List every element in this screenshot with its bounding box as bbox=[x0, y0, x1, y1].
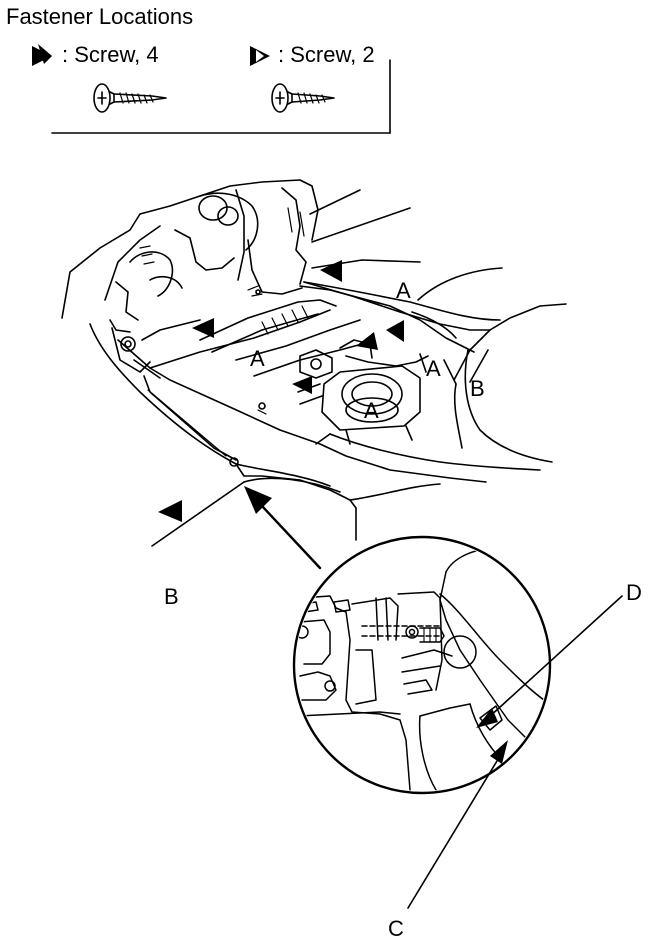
callout-a-cupholder: A bbox=[364, 398, 379, 423]
screw-marker-icon bbox=[356, 332, 378, 350]
detail-zoom-arrow bbox=[244, 486, 322, 570]
callout-d: D bbox=[626, 580, 642, 605]
center-console-illustration bbox=[61, 179, 567, 547]
detail-inset bbox=[292, 535, 552, 795]
screw-marker-icon bbox=[386, 320, 404, 342]
callout-a-right: A bbox=[426, 356, 441, 381]
screw-4-illustration-icon bbox=[93, 83, 167, 113]
callout-labels: A A A A B B D C bbox=[164, 278, 642, 941]
diagram-title: Fastener Locations bbox=[6, 4, 194, 29]
legend-label-screw-2: : Screw, 2 bbox=[278, 42, 375, 67]
callout-c: C bbox=[388, 916, 404, 941]
legend-label-screw-4: : Screw, 4 bbox=[62, 42, 159, 67]
screw-marker-icon bbox=[192, 318, 214, 338]
screw-markers bbox=[158, 260, 404, 522]
callout-b-left: B bbox=[164, 584, 179, 609]
screw-2-illustration-icon bbox=[271, 83, 335, 113]
screw-marker-icon bbox=[320, 260, 342, 282]
screw-2-marker-icon bbox=[250, 46, 270, 66]
callout-b-right: B bbox=[470, 376, 485, 401]
callout-leaders bbox=[407, 595, 623, 909]
screw-marker-icon bbox=[292, 376, 312, 394]
screw-4-marker-icon bbox=[32, 44, 52, 66]
screw-marker-icon bbox=[158, 500, 182, 522]
fastener-legend bbox=[32, 44, 391, 134]
callout-a-left: A bbox=[250, 346, 265, 371]
callout-a-top: A bbox=[396, 278, 411, 303]
